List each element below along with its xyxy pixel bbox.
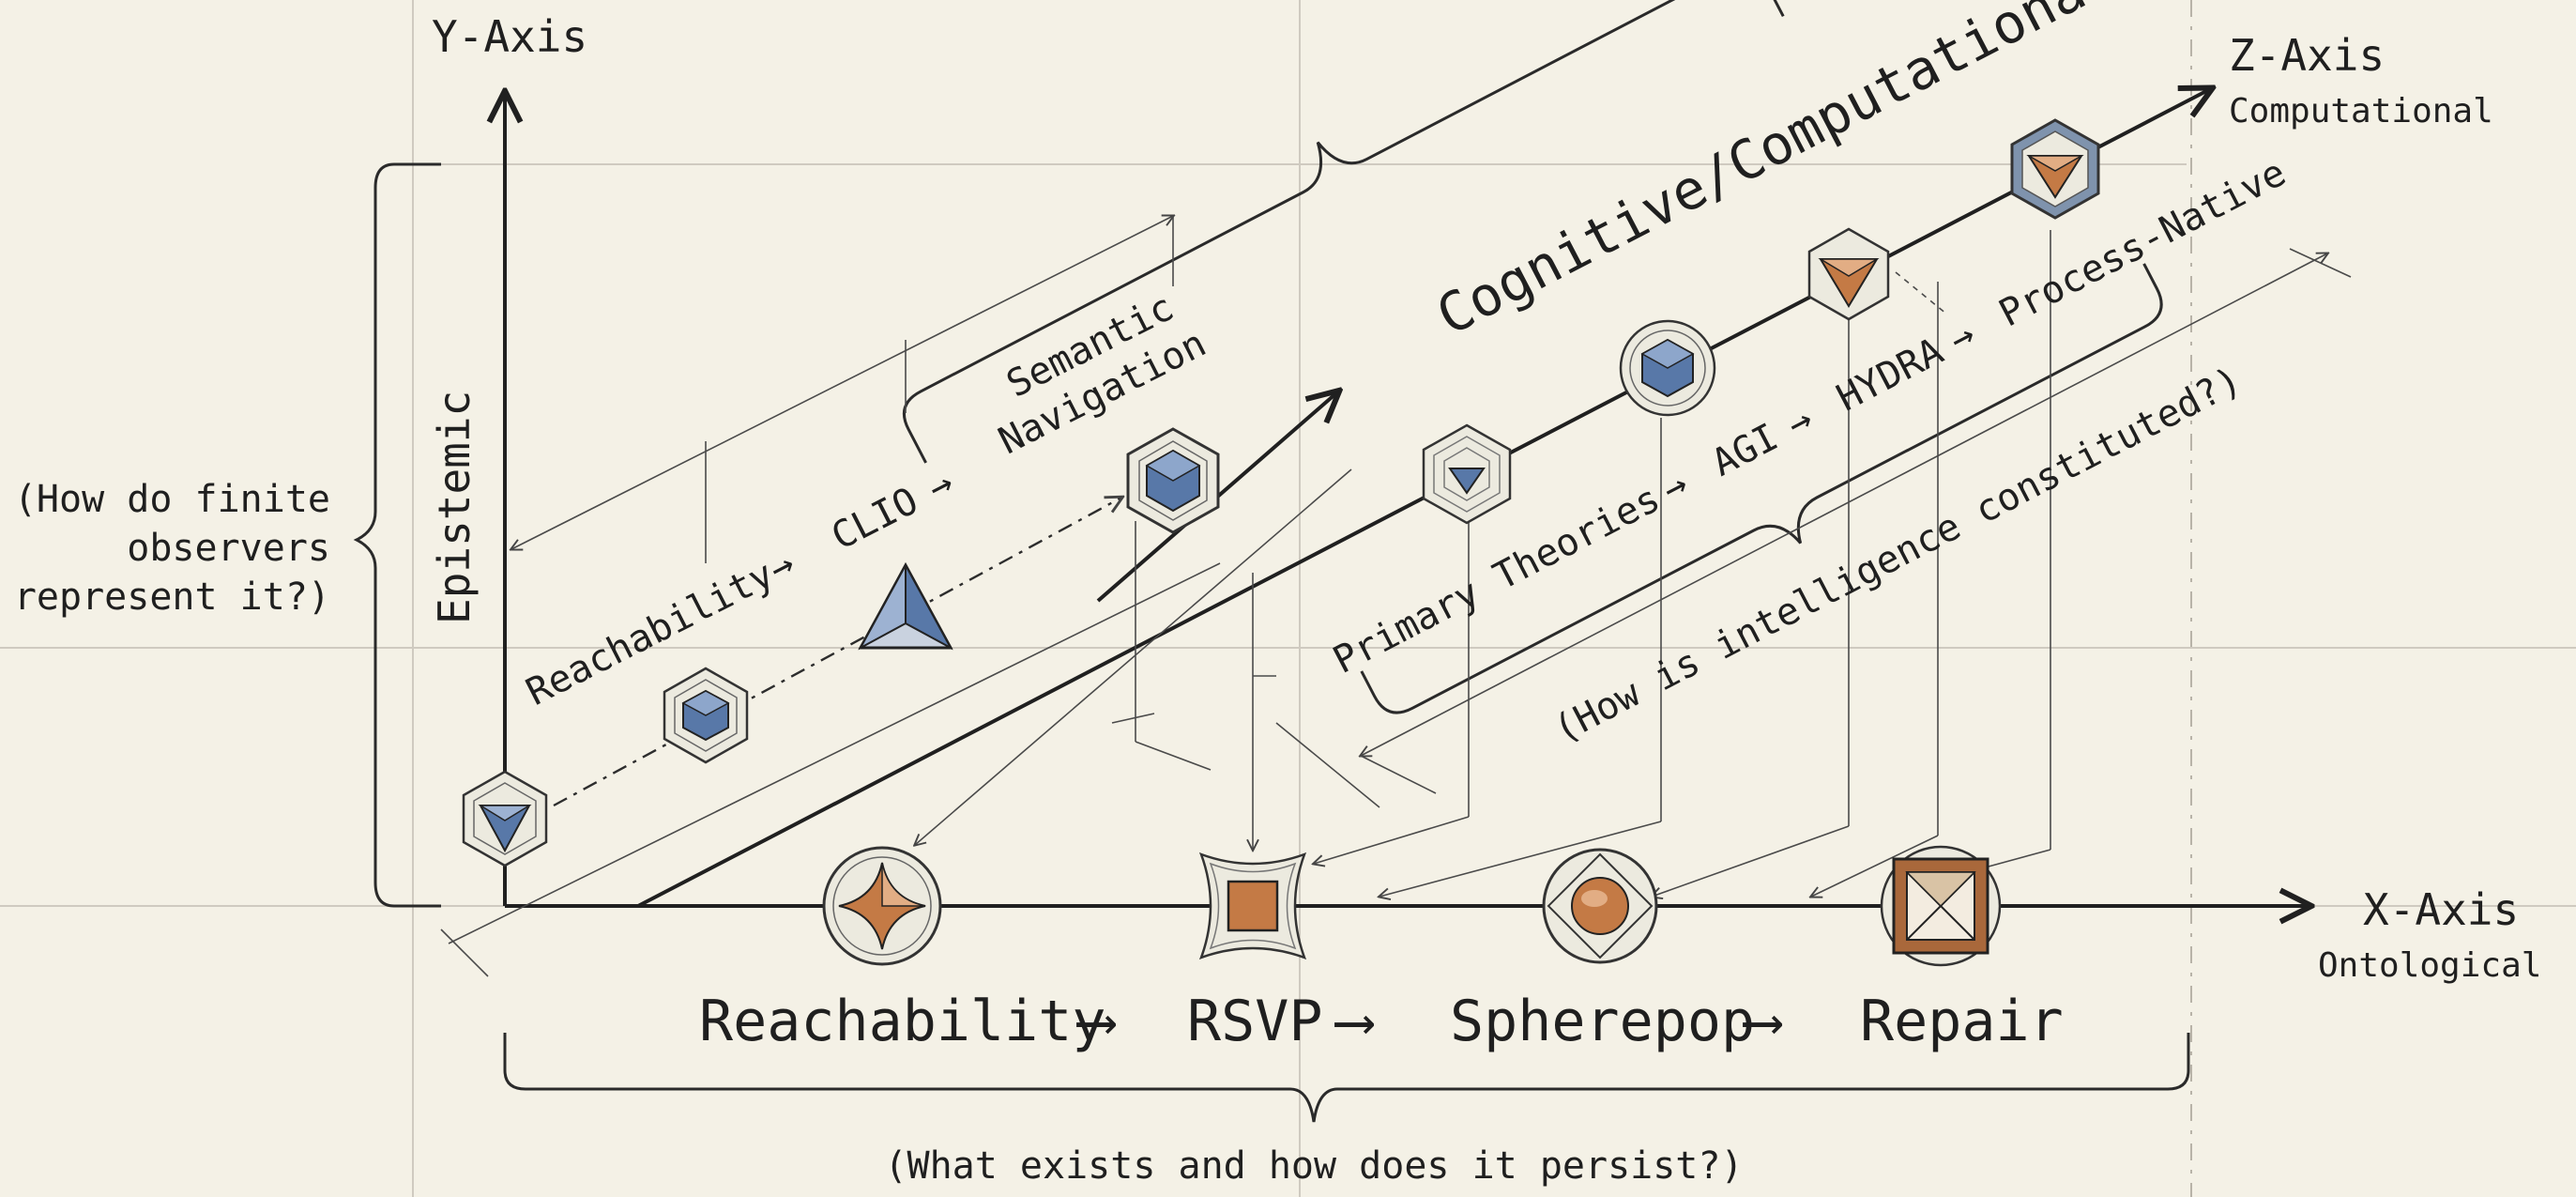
ontological-chain: Reachability ⟶ RSVP ⟶ Spherepop ⟶ Repair	[699, 989, 2064, 1054]
hex-cube-icon	[1619, 319, 1716, 417]
computational-item-agi: AGI	[1705, 416, 1785, 485]
top-cube-icon	[2010, 118, 2100, 220]
y-question-line2: observers	[127, 527, 330, 570]
sphere-diamond-icon	[1542, 848, 1658, 964]
blue-cube-icon	[663, 667, 749, 764]
ontological-item-rsvp: RSVP	[1187, 989, 1323, 1054]
ontological-item-reachability: Reachability	[699, 989, 1105, 1054]
y-bracket	[353, 162, 441, 908]
star-circle-icon	[822, 846, 942, 966]
y-question-line3: represent it?)	[14, 575, 330, 619]
epistemic-label: Epistemic	[429, 391, 480, 624]
z-axis-subtitle: Computational	[2229, 92, 2493, 130]
square-x-icon	[1880, 845, 2002, 967]
ontological-item-spherepop: Spherepop	[1450, 989, 1755, 1054]
ontological-arrow-2: ⟶	[1334, 989, 1375, 1054]
computational-arrow-3: →	[1943, 313, 1983, 361]
x-axis-subtitle: Ontological	[2318, 946, 2541, 985]
pyramid-web-icon	[1422, 423, 1512, 525]
triangle-pyramid-icon	[858, 561, 953, 651]
computational-item-primary: Primary Theories	[1326, 477, 1667, 683]
ontological-question: (What exists and how does it persist?)	[884, 1144, 1743, 1188]
z-axis-title: Z-Axis	[2229, 30, 2385, 81]
semantic-cube-icon	[1126, 427, 1220, 534]
computational-arrow-2: →	[1780, 397, 1821, 446]
x-axis-title: X-Axis	[2363, 884, 2519, 935]
construction-lines	[440, 216, 2352, 977]
y-question-line1: (How do finite	[14, 478, 330, 521]
intelligence-question: (How is intelligence constituted?)	[1547, 359, 2248, 752]
epistemic-item-clio: CLIO	[825, 479, 925, 559]
epistemic-trajectory	[553, 498, 1121, 807]
x-bracket	[503, 1033, 2190, 1123]
orange-tetra-icon	[1807, 227, 1890, 321]
epistemic-arrow-2: →	[921, 461, 960, 510]
square-frame-icon	[1198, 852, 1307, 960]
y-axis-title: Y-Axis	[432, 11, 587, 62]
ontological-arrow-1: ⟶	[1076, 989, 1117, 1054]
epistemic-chain: Reachability → CLIO → Semantic Navigatio…	[520, 285, 1213, 714]
ontological-item-repair: Repair	[1860, 989, 2064, 1054]
ontological-arrow-3: ⟶	[1743, 989, 1783, 1054]
tetra-cube-icon	[462, 770, 548, 867]
